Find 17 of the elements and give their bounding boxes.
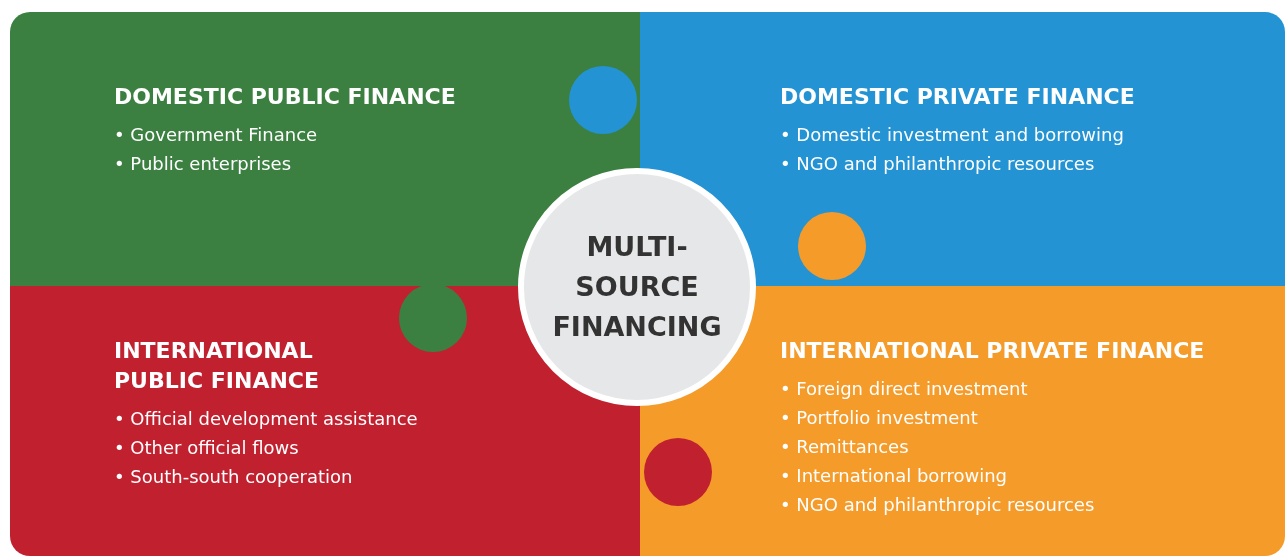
piece-heading: INTERNATIONAL PRIVATE FINANCE [780,337,1206,365]
bullet-item: • Domestic investment and borrowing [780,123,1125,147]
piece-heading: DOMESTIC PRIVATE FINANCE [780,83,1136,111]
piece-heading: DOMESTIC PUBLIC FINANCE [114,83,457,111]
bullet-item: • Other official flows [114,436,300,460]
bullet-item: • International borrowing [780,464,1009,488]
bullet-item: • Remittances [780,435,910,459]
bullet-item: • Foreign direct investment [780,377,1029,401]
bullet-item: • NGO and philanthropic resources [780,493,1096,517]
bullet-item: • Government Finance [114,123,319,147]
bullet-item: • Public enterprises [114,152,292,176]
piece-heading: INTERNATIONAL PUBLIC FINANCE [114,337,320,395]
bullet-item: • Official development assistance [114,407,419,431]
bullet-item: • South-south cooperation [114,465,354,489]
bullet-item: • NGO and philanthropic resources [780,152,1096,176]
bullet-item: • Portfolio investment [780,406,979,430]
center-title: MULTI-SOURCE FINANCING [552,230,722,344]
